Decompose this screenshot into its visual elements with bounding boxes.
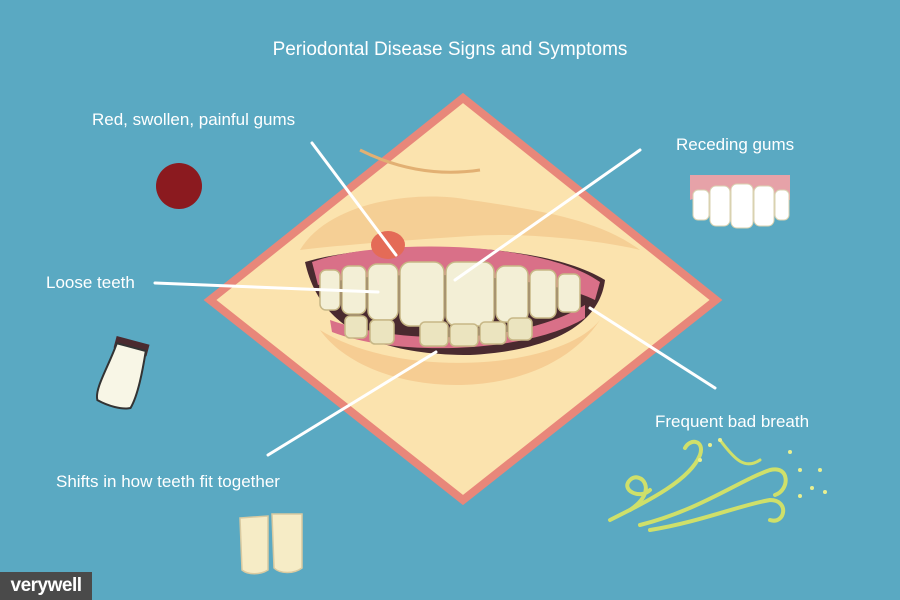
line-red-gums (310, 141, 398, 257)
label-bad-breath: Frequent bad breath (655, 412, 810, 431)
line-bad-breath (588, 306, 717, 390)
label-loose-teeth: Loose teeth (46, 273, 135, 292)
line-loose (153, 281, 380, 294)
brand-logo: verywell (0, 572, 92, 600)
page-title: Periodontal Disease Signs and Symptoms (272, 39, 628, 60)
label-shifts-teeth: Shifts in how teeth fit together (56, 472, 280, 491)
leader-lines (153, 141, 717, 457)
label-red-gums: Red, swollen, painful gums (92, 110, 296, 129)
line-shifts (266, 350, 438, 457)
receding-gums-icon (690, 175, 790, 229)
label-receding-gums: Receding gums (676, 135, 795, 154)
red-dot-icon (156, 163, 202, 209)
mouth-illustration (203, 92, 723, 506)
line-receding (453, 148, 642, 282)
shifted-teeth-icon (239, 513, 303, 575)
loose-tooth-icon (95, 335, 150, 410)
bad-breath-icon (608, 438, 827, 532)
